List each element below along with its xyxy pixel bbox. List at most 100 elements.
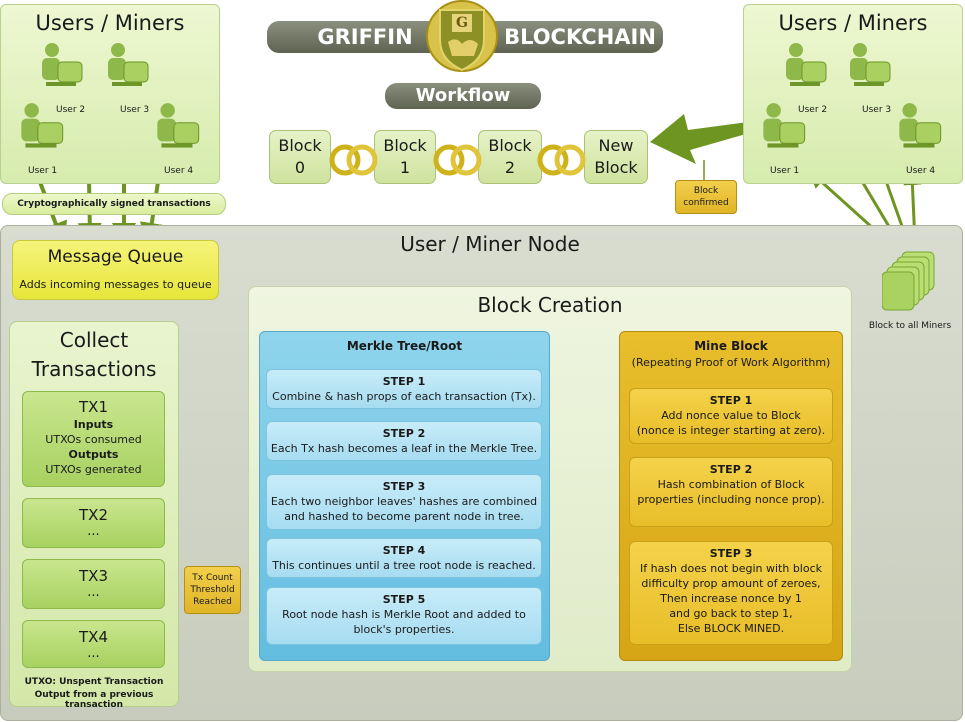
- step-text-line2: (nonce is integer starting at zero).: [636, 424, 826, 437]
- block-line2: 2: [504, 158, 516, 177]
- collect-title-line1: Collect: [59, 328, 129, 352]
- tx-ellipsis: ...: [87, 524, 100, 539]
- griffin-shield-logo: [426, 0, 498, 72]
- merkle-step-3: STEP 3 Each two neighbor leaves' hashes …: [266, 474, 542, 530]
- step-text-line4: and go back to step 1,: [669, 607, 793, 620]
- crypto-signed-label: Cryptographically signed transactions: [2, 193, 226, 215]
- workflow-label: Workflow: [385, 83, 541, 109]
- step-text-line1: If hash does not begin with block: [639, 562, 823, 575]
- step-text-line3: Then increase nonce by 1: [660, 592, 802, 605]
- users-right-title: Users / Miners: [778, 11, 928, 35]
- tx-inputs-label: Inputs: [73, 418, 114, 431]
- chain-block-new: New Block: [584, 130, 648, 184]
- collect-title-line2: Transactions: [31, 357, 157, 381]
- mine-step-1: STEP 1 Add nonce value to Block (nonce i…: [629, 388, 833, 444]
- step-label: STEP 5: [382, 593, 426, 606]
- block-line1: New: [598, 136, 634, 155]
- step-text-line2: difficulty prop amount of zeroes,: [641, 577, 821, 590]
- tx-name: TX1: [79, 398, 108, 416]
- tx-name: TX3: [79, 567, 108, 585]
- step-text-line2: and hashed to become parent node in tree…: [284, 510, 524, 523]
- user-label: User 2: [56, 105, 86, 115]
- confirmed-line2: confirmed: [683, 198, 729, 208]
- step-label: STEP 2: [709, 463, 753, 476]
- block-line2: Block: [594, 158, 638, 177]
- step-label: STEP 2: [382, 427, 426, 440]
- user-label: User 2: [798, 105, 828, 115]
- tx-inputs-desc: UTXOs consumed: [45, 433, 142, 446]
- threshold-line1: Tx Count: [192, 573, 233, 583]
- user-icon: [21, 103, 64, 148]
- merkle-step-4: STEP 4 This continues until a tree root …: [266, 538, 542, 578]
- user-label: User 4: [906, 166, 936, 176]
- logo-letter: G: [456, 15, 468, 31]
- block-stack-icon: [882, 251, 935, 311]
- user-icon: [786, 43, 827, 86]
- tx-card: TX3 ...: [22, 559, 165, 609]
- step-text-line1: Each two neighbor leaves' hashes are com…: [270, 495, 538, 508]
- threshold-line3: Reached: [193, 597, 232, 607]
- user-icon: [157, 103, 200, 148]
- message-queue-desc: Adds incoming messages to queue: [19, 278, 212, 291]
- step-text: This continues until a tree root node is…: [272, 559, 536, 572]
- user-icon: [899, 103, 942, 148]
- node-title: User / Miner Node: [400, 232, 580, 256]
- merkle-title: Merkle Tree/Root: [346, 339, 463, 353]
- chain-block-1: Block 1: [374, 130, 436, 184]
- user-label: User 1: [28, 166, 58, 176]
- block-line2: 1: [399, 158, 411, 177]
- confirmed-line1: Block: [693, 186, 719, 196]
- threshold-line2: Threshold: [190, 585, 235, 595]
- tx-outputs-label: Outputs: [68, 448, 119, 461]
- merkle-step-2: STEP 2 Each Tx hash becomes a leaf in th…: [266, 421, 542, 461]
- block-line1: Block: [278, 136, 322, 155]
- block-line1: Block: [488, 136, 532, 155]
- block-confirmed-note: Block confirmed: [675, 180, 737, 214]
- brand-left: GRIFFIN: [317, 25, 413, 49]
- block-line2: 0: [294, 158, 306, 177]
- mine-step-2: STEP 2 Hash combination of Block propert…: [629, 457, 833, 527]
- brand-right: BLOCKCHAIN: [504, 25, 656, 49]
- message-queue: Message Queue Adds incoming messages to …: [12, 240, 219, 300]
- tx-name: TX2: [79, 506, 108, 524]
- tx-ellipsis: ...: [87, 646, 100, 661]
- step-label: STEP 4: [382, 544, 426, 557]
- threshold-note: Tx Count Threshold Reached: [184, 566, 241, 614]
- user-icon: [108, 43, 149, 86]
- step-label: STEP 3: [382, 480, 426, 493]
- block-creation-title: Block Creation: [477, 293, 623, 317]
- step-text-line2: block's properties.: [353, 623, 455, 636]
- chain-block-0: Block 0: [269, 130, 331, 184]
- user-icon: [850, 43, 891, 86]
- user-label: User 4: [164, 166, 194, 176]
- block-to-all-miners-label: Block to all Miners: [868, 321, 952, 331]
- chain-link-icon: [433, 144, 482, 176]
- users-left-title: Users / Miners: [35, 11, 185, 35]
- user-icon: [763, 103, 806, 148]
- step-label: STEP 3: [709, 547, 753, 560]
- tx-card: TX2 ...: [22, 498, 165, 548]
- user-label: User 1: [770, 166, 800, 176]
- tx-outputs-desc: UTXOs generated: [45, 463, 142, 476]
- mine-title: Mine Block: [694, 339, 768, 353]
- utxo-footnote-line2: Output from a previous transaction: [34, 690, 154, 710]
- step-text-line1: Add nonce value to Block: [661, 409, 801, 422]
- step-text: Each Tx hash becomes a leaf in the Merkl…: [270, 442, 538, 455]
- user-label: User 3: [862, 105, 892, 115]
- step-text: Combine & hash props of each transaction…: [272, 390, 536, 403]
- user-icon: [42, 43, 83, 86]
- step-text-line1: Hash combination of Block: [657, 478, 805, 491]
- tx-ellipsis: ...: [87, 585, 100, 600]
- tx-name: TX4: [79, 628, 108, 646]
- utxo-footnote-line1: UTXO: Unspent Transaction: [24, 677, 164, 687]
- step-text-line5: Else BLOCK MINED.: [677, 622, 785, 635]
- tx-card: TX4 ...: [22, 620, 165, 668]
- user-label: User 3: [120, 105, 150, 115]
- users-miners-left: Users / Miners: [0, 4, 220, 184]
- mine-step-3: STEP 3 If hash does not begin with block…: [629, 541, 833, 645]
- arrow-to-new-block: [650, 114, 748, 164]
- users-miners-right: Users / Miners: [743, 4, 963, 184]
- chain-block-2: Block 2: [478, 130, 542, 184]
- step-text-line1: Root node hash is Merkle Root and added …: [282, 608, 526, 621]
- tx-card: TX1 Inputs UTXOs consumed Outputs UTXOs …: [22, 391, 165, 487]
